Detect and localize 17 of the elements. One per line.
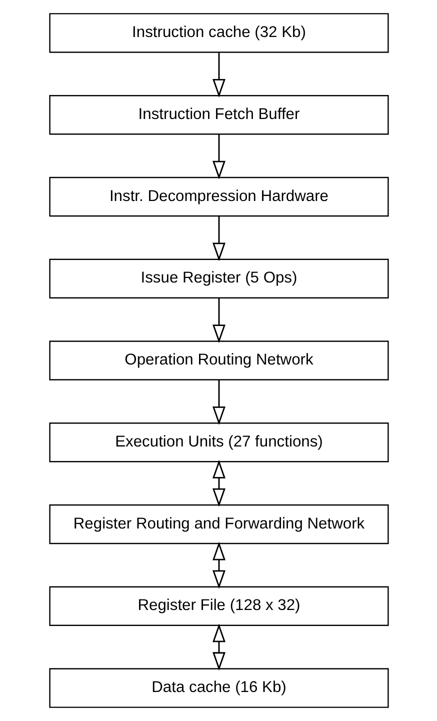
arrow bbox=[212, 298, 225, 344]
arrow bbox=[212, 460, 225, 507]
node-box: Register Routing and Forwarding Network bbox=[48, 504, 388, 544]
node-box: Issue Register (5 Ops) bbox=[48, 258, 388, 298]
node-box: Data cache (16 Kb) bbox=[48, 668, 388, 708]
node-box: Register File (128 x 32) bbox=[48, 586, 388, 626]
node-box: Execution Units (27 functions) bbox=[48, 422, 388, 462]
node-box: Instruction Fetch Buffer bbox=[48, 94, 388, 135]
arrow bbox=[212, 134, 225, 180]
arrow bbox=[212, 52, 225, 98]
node-box: Instruction cache (32 Kb) bbox=[48, 13, 388, 53]
node-box: Operation Routing Network bbox=[48, 340, 388, 380]
arrow bbox=[212, 624, 225, 671]
node-box: Instr. Decompression Hardware bbox=[48, 176, 388, 217]
arrow bbox=[212, 380, 225, 426]
arrow bbox=[212, 542, 225, 589]
arrow bbox=[212, 216, 225, 262]
